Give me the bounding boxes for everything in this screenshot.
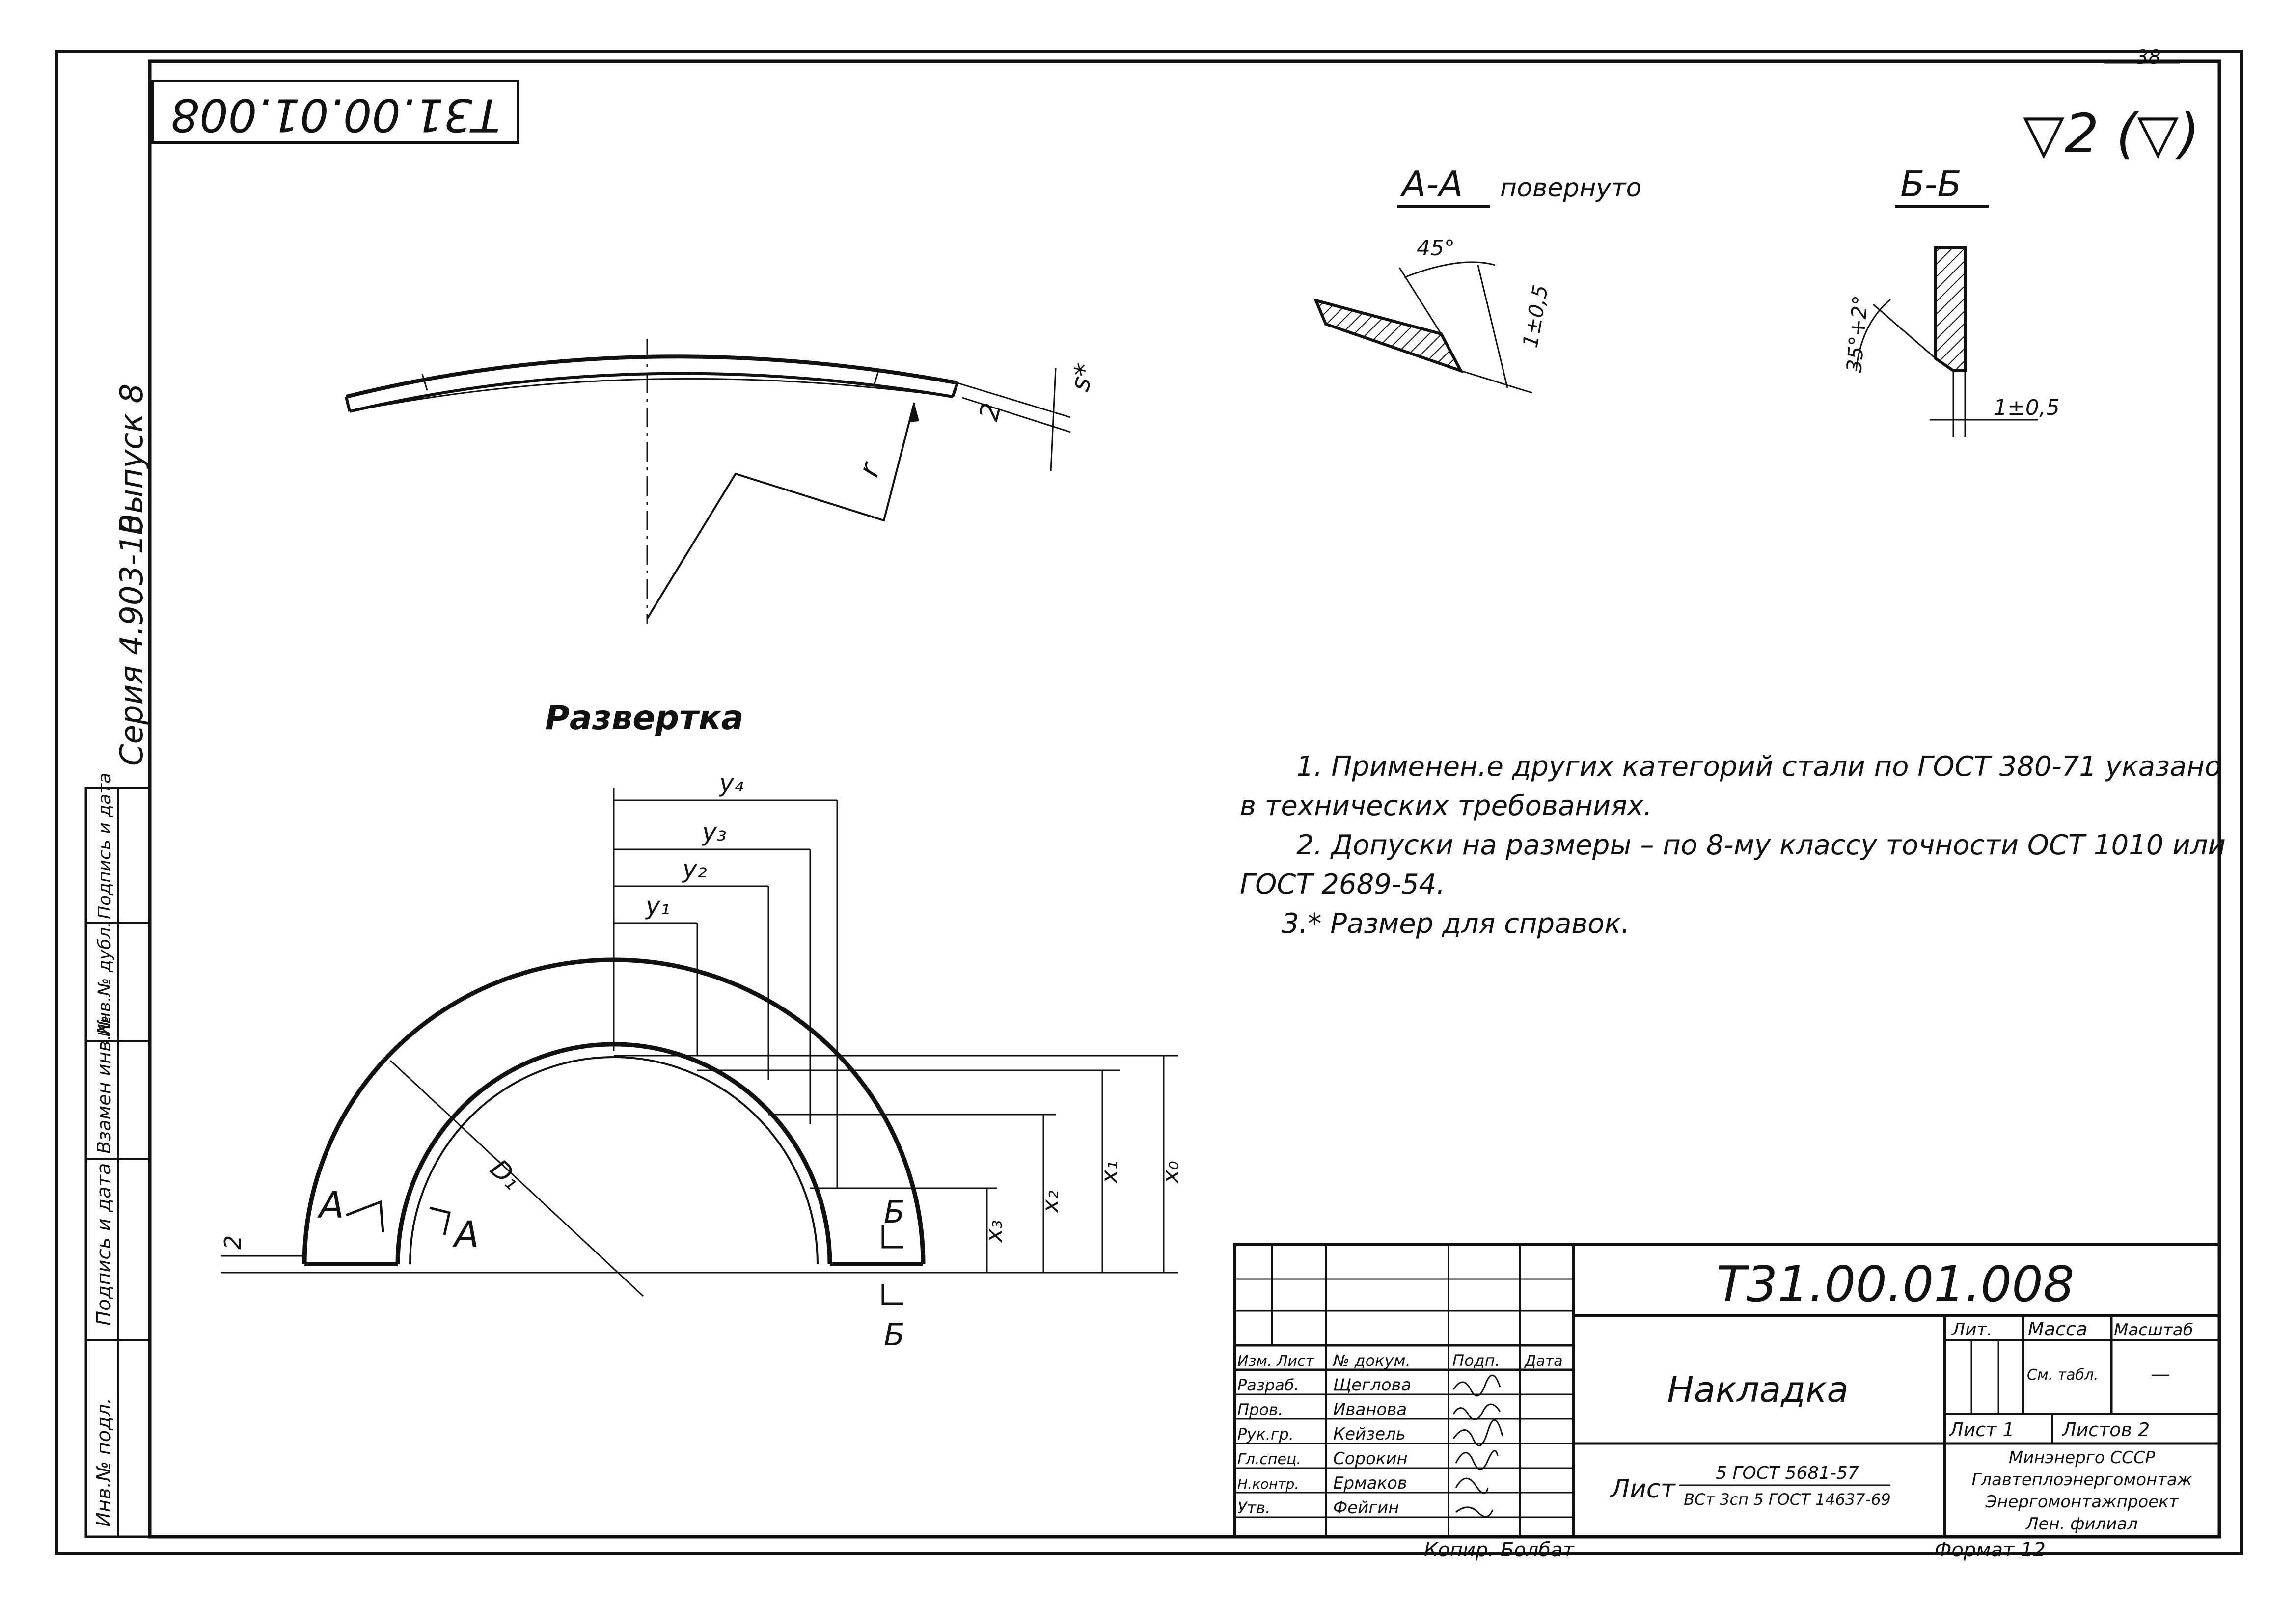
signature-4: [1455, 1450, 1499, 1470]
cut-a-right: А: [452, 1214, 479, 1256]
signature-2: [1452, 1403, 1501, 1420]
signature-6: [1455, 1506, 1494, 1518]
section-aa: А-А повернуто 45° 1±0,5: [1313, 163, 1641, 394]
org-line-2: Главтеплоэнергомонтаж: [1971, 1470, 2192, 1490]
row-name-5: Ермаков: [1333, 1473, 1407, 1493]
title-block: Изм. Лист № докум. Подп. Дата Разраб. Ще…: [1233, 1243, 2221, 1538]
note-line-4: ГОСТ 2689-54.: [1240, 869, 1445, 900]
issue-label: Выпуск 8: [114, 383, 150, 535]
page-number: 38: [2136, 46, 2161, 69]
row-role-6: Утв.: [1237, 1498, 1270, 1517]
stamp-cell-2: Подпись и дата: [93, 1163, 115, 1326]
cut-b-bottom: Б: [884, 1317, 905, 1353]
development-view: 2 y₄ y₃ y₂ y₁ x₀ x₁ x₂ x₃ D₁ А: [219, 769, 1184, 1353]
s-label: s*: [1064, 360, 1101, 395]
lit-label: Лит.: [1951, 1320, 1993, 1340]
mass-label: Масса: [2028, 1318, 2087, 1340]
section-aa-angle: 45°: [1417, 236, 1455, 261]
material-bottom: ВСт 3сп 5 ГОСТ 14637-69: [1684, 1490, 1891, 1509]
technical-notes: 1. Применен.е других категорий стали по …: [1240, 751, 2226, 940]
signature-1: [1452, 1374, 1501, 1397]
org-line-3: Энергомонтажпроект: [1985, 1492, 2179, 1512]
note-line-2: в технических требованиях.: [1240, 790, 1652, 822]
part-name: Накладка: [1667, 1369, 1848, 1410]
col-header-doc: № докум.: [1332, 1351, 1411, 1370]
col-header-izm: Изм.: [1237, 1353, 1272, 1370]
drawing-code: Т31.00.01.008: [1716, 1255, 2074, 1313]
mass-value: См. табл.: [2027, 1366, 2099, 1384]
row-role-2: Пров.: [1237, 1400, 1283, 1419]
series-label: Серия 4.903-10: [114, 514, 150, 766]
section-bb-title: Б-Б: [1900, 163, 1962, 205]
y1-label: y₁: [645, 892, 670, 920]
thickness-label: 2: [219, 1235, 246, 1250]
stamp-cell-1: Инв.№ подл.: [93, 1398, 115, 1527]
thickness-2-label: 2: [973, 400, 1008, 424]
col-header-list: Лист: [1276, 1353, 1315, 1370]
section-aa-dim: 1±0,5: [1518, 283, 1553, 349]
section-bb: Б-Б 35°+2° 1±0,5: [1842, 163, 2060, 437]
x1-label: x₁: [1096, 1161, 1122, 1184]
signature-5: [1455, 1477, 1489, 1494]
stamp-cell-3: Взамен инв.№: [93, 1015, 115, 1154]
y4-label: y₄: [718, 769, 744, 797]
row-role-3: Рук.гр.: [1237, 1425, 1294, 1443]
top-code-box: [151, 80, 519, 144]
scale-label: Масштаб: [2114, 1320, 2193, 1340]
row-name-4: Сорокин: [1333, 1449, 1408, 1469]
note-line-5: 3.* Размер для справок.: [1282, 908, 1630, 940]
scale-value: —: [2151, 1363, 2170, 1386]
d1-label: D₁: [484, 1154, 526, 1196]
stamp-cell-4: Инв.№ дубл.: [95, 922, 115, 1037]
surface-finish-mark: ▽2 (▽): [2023, 102, 2200, 165]
x3-label: x₃: [981, 1220, 1007, 1243]
x0-label: x₀: [1157, 1161, 1184, 1184]
row-role-1: Разраб.: [1237, 1376, 1299, 1394]
row-name-3: Кейзель: [1333, 1424, 1406, 1444]
left-stamp: Инв.№ подл. Подпись и дата Взамен инв.№ …: [84, 773, 151, 1538]
stamp-cell-5: Подпись и дата: [95, 773, 115, 919]
row-name-6: Фейгин: [1333, 1498, 1399, 1518]
y3-label: y₃: [701, 818, 727, 846]
material-top: 5 ГОСТ 5681-57: [1716, 1463, 1859, 1483]
col-header-date: Дата: [1524, 1353, 1563, 1370]
format-label: Формат 12: [1935, 1539, 2046, 1561]
section-aa-title: А-А: [1400, 163, 1463, 205]
copied-by: Копир. Болбат: [1424, 1539, 1575, 1561]
row-role-4: Гл.спец.: [1237, 1451, 1301, 1468]
cut-a-left: А: [317, 1184, 344, 1226]
note-line-1: 1. Применен.е других категорий стали по …: [1296, 751, 2221, 783]
outer-frame: [55, 50, 2243, 1555]
profile-view: r 2 s*: [345, 339, 1101, 624]
y2-label: y₂: [682, 855, 707, 883]
row-name-1: Щеглова: [1333, 1375, 1411, 1395]
radius-label: r: [851, 457, 887, 481]
col-header-sign: Подп.: [1452, 1351, 1500, 1370]
row-role-5: Н.контр.: [1237, 1476, 1299, 1492]
razvertka-title: Развертка: [545, 699, 744, 737]
section-bb-angle: 35°+2°: [1842, 295, 1873, 374]
sheets-count: Листов 2: [2061, 1419, 2150, 1441]
signature-3: [1452, 1419, 1503, 1446]
org-line-1: Минэнерго СССР: [2009, 1448, 2156, 1468]
org-line-4: Лен. филиал: [2025, 1514, 2138, 1534]
x2-label: x₂: [1037, 1190, 1064, 1214]
top-code: Т31.00.01.008: [171, 89, 500, 141]
cut-b-top: Б: [884, 1194, 905, 1230]
section-aa-note: повернуто: [1500, 173, 1641, 203]
material-prefix: Лист: [1610, 1474, 1676, 1504]
sheet-number: Лист 1: [1948, 1419, 2015, 1441]
row-name-2: Иванова: [1333, 1400, 1407, 1419]
note-line-3: 2. Допуски на размеры – по 8-му классу т…: [1296, 829, 2226, 861]
section-bb-dim: 1±0,5: [1994, 395, 2060, 420]
